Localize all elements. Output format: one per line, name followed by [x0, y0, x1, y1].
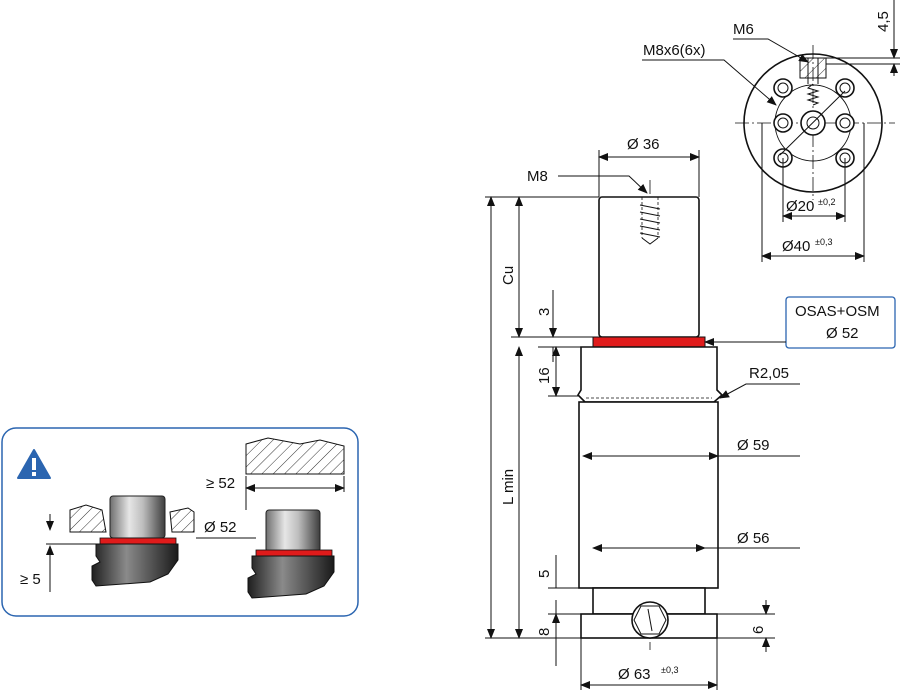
dim-8-label: 8 [536, 628, 553, 636]
dim-8: 8 [536, 613, 581, 666]
callout-line1: OSAS+OSM [795, 303, 880, 320]
dim-6: 6 [717, 600, 775, 652]
dim-16-label: 16 [536, 367, 553, 384]
note-ge52-label: ≥ 52 [206, 475, 235, 492]
dim-5: 5 [536, 555, 593, 614]
dim-d40-tol: ±0,3 [815, 237, 832, 247]
upper-collar [576, 346, 724, 403]
seal-ring [592, 336, 706, 348]
dim-d56-label: Ø 56 [737, 530, 770, 547]
mounting-illustration-2: ≥ 52 Ø 52 [196, 437, 345, 599]
dim-4-5-label: 4,5 [875, 11, 892, 32]
note-d52-label: Ø 52 [204, 519, 237, 536]
dim-3: 3 [536, 290, 581, 362]
dim-d56: Ø 56 [592, 530, 800, 552]
dim-m6-label: M6 [733, 21, 754, 38]
dim-d63-tol: ±0,3 [661, 665, 678, 675]
dim-d40: Ø40 ±0,3 [761, 123, 865, 262]
mounting-illustration-1: ≥ 5 [20, 495, 195, 592]
dim-r205-label: R2,05 [749, 365, 789, 382]
piston-rod [598, 196, 700, 338]
dim-16: 16 [536, 346, 579, 397]
dim-r205: R2,05 [719, 365, 800, 399]
dim-3-label: 3 [536, 308, 553, 316]
dim-d59-label: Ø 59 [737, 437, 770, 454]
dim-d36: Ø 36 [598, 136, 700, 197]
dim-6-label: 6 [750, 626, 767, 634]
dim-lmin: L min [485, 196, 599, 639]
hex-socket [631, 601, 669, 639]
dim-d20-tol: ±0,2 [818, 197, 835, 207]
dim-cu-label: Cu [500, 266, 517, 285]
callout-line2: Ø 52 [826, 325, 859, 342]
dim-d20: Ø20 ±0,2 [782, 158, 846, 222]
dim-4-5: 4,5 [826, 0, 900, 76]
dim-d63: Ø 63 ±0,3 [580, 638, 718, 690]
dim-5-label: 5 [536, 570, 553, 578]
osas-callout: OSAS+OSM Ø 52 [704, 296, 896, 349]
dim-m6: M6 [733, 21, 809, 63]
note-ge5-label: ≥ 5 [20, 571, 41, 588]
dim-m8-label: M8 [527, 168, 548, 185]
note-panel: ≥ 5 ≥ 52 Ø 52 [1, 427, 359, 617]
dim-d20-label: Ø20 [786, 198, 814, 215]
dim-d63-label: Ø 63 [618, 666, 651, 683]
cylinder-body [578, 401, 719, 589]
dim-d36-label: Ø 36 [627, 136, 660, 153]
dim-m8x6: M8x6(6x) [642, 42, 777, 106]
dim-m8x6-label: M8x6(6x) [643, 42, 706, 59]
main-view [576, 180, 724, 650]
dim-d40-label: Ø40 [782, 238, 810, 255]
dim-m8: M8 [527, 168, 648, 194]
warning-triangle-icon [17, 449, 51, 479]
m8-thread-hole [639, 197, 661, 245]
dim-lmin-label: L min [500, 469, 517, 505]
top-view [735, 45, 895, 200]
dim-d59: Ø 59 [582, 437, 800, 460]
